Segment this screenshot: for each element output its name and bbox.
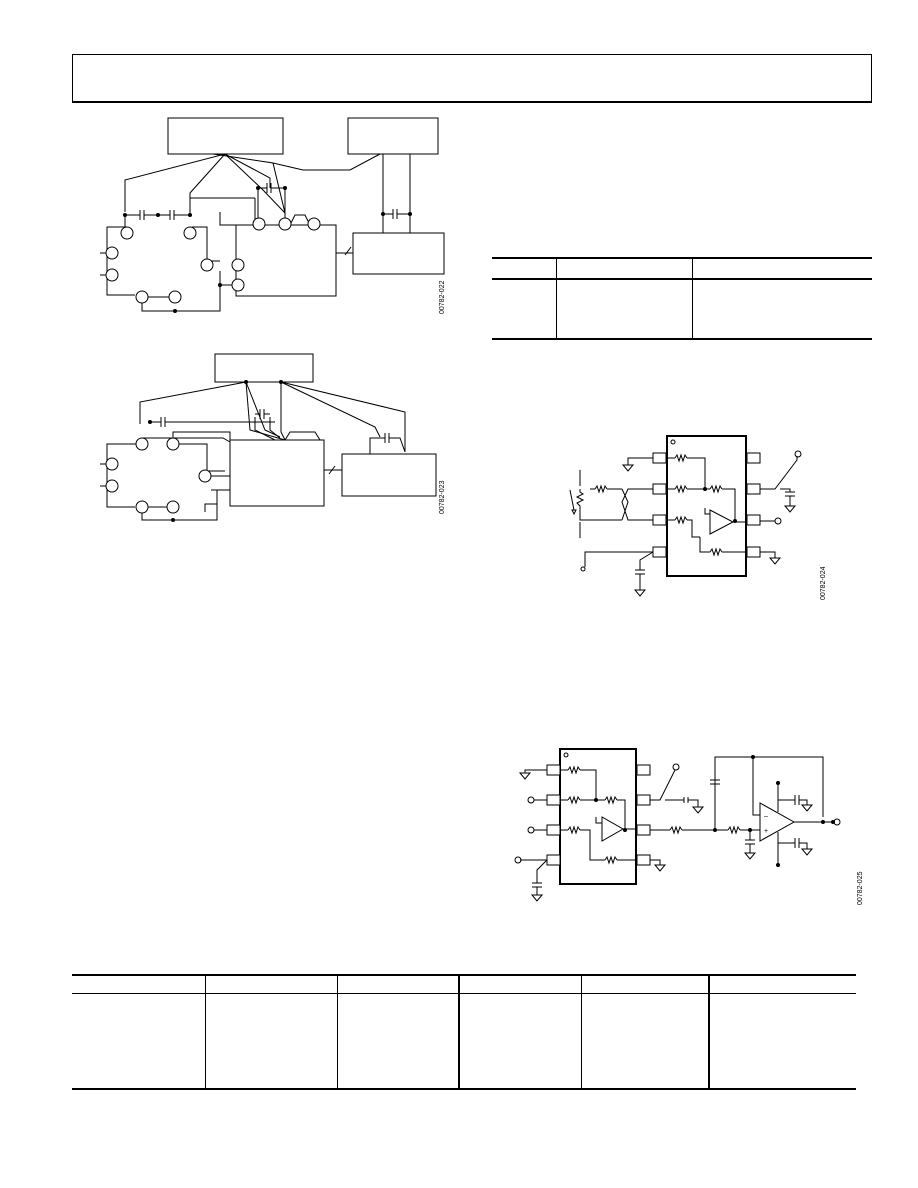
opamp-plus-sign: +: [764, 828, 768, 835]
pin-box: [546, 854, 561, 866]
in-amp-package: [559, 748, 637, 885]
bridge-node: [105, 268, 119, 282]
op-amp-symbol: [759, 802, 796, 842]
op-amp-symbol: [601, 816, 625, 842]
page-header-box: [72, 54, 872, 103]
in-amp-package: [666, 435, 747, 577]
figure-code: 00782-025: [857, 871, 864, 905]
bridge-node: [166, 500, 180, 514]
pin-box: [546, 764, 561, 776]
pin-node: [231, 258, 245, 272]
pin-box: [746, 546, 761, 558]
pin-box: [636, 794, 651, 806]
figure-code: 00782-024: [820, 566, 827, 600]
pin-box: [652, 546, 667, 558]
pin-box: [546, 794, 561, 806]
pin-box: [652, 483, 667, 495]
top-block-right: [347, 117, 439, 155]
pin-box: [746, 514, 761, 526]
bridge-node: [105, 457, 119, 471]
figure-22-bridge-connection: 00782-022: [100, 117, 446, 314]
in-amp-block: [229, 439, 325, 507]
figure-24-thermocouple-circuit: 00782-024: [569, 435, 827, 600]
bridge-node: [198, 469, 212, 483]
bridge-node: [166, 437, 180, 451]
bridge-node: [105, 246, 119, 260]
pin-box: [652, 514, 667, 526]
pin-box: [746, 483, 761, 495]
bridge-node: [135, 437, 149, 451]
in-amp-block: [235, 224, 337, 297]
pin-node: [307, 217, 321, 231]
bridge-node: [105, 479, 119, 493]
pin-node: [278, 217, 292, 231]
bridge-node: [120, 226, 134, 240]
bridge-node: [168, 290, 182, 304]
figure-code: 00782-022: [439, 280, 446, 314]
pin-box: [636, 824, 651, 836]
table-bottom: [72, 974, 856, 1090]
pin-box: [546, 824, 561, 836]
bridge-node: [135, 500, 149, 514]
opamp-minus-sign: –: [764, 813, 768, 820]
pin-box: [636, 854, 651, 866]
adc-block: [352, 232, 445, 275]
pin-node: [252, 217, 266, 231]
figure-code: 00782-023: [439, 480, 446, 514]
pin-node: [231, 278, 245, 292]
table-small: [492, 257, 872, 340]
adc-block: [341, 453, 437, 497]
top-block: [214, 353, 314, 383]
pin-box: [746, 452, 761, 464]
bridge-node: [183, 226, 197, 240]
figure-25-in-amp-with-filter: – + 00782-025: [514, 748, 864, 905]
bridge-node: [135, 290, 149, 304]
pin-box: [652, 452, 667, 464]
top-block-left: [167, 117, 284, 155]
figure-23-bridge-connection: 00782-023: [100, 353, 446, 522]
op-amp-symbol: [709, 509, 735, 535]
pin-box: [636, 764, 651, 776]
bridge-node: [200, 258, 214, 272]
